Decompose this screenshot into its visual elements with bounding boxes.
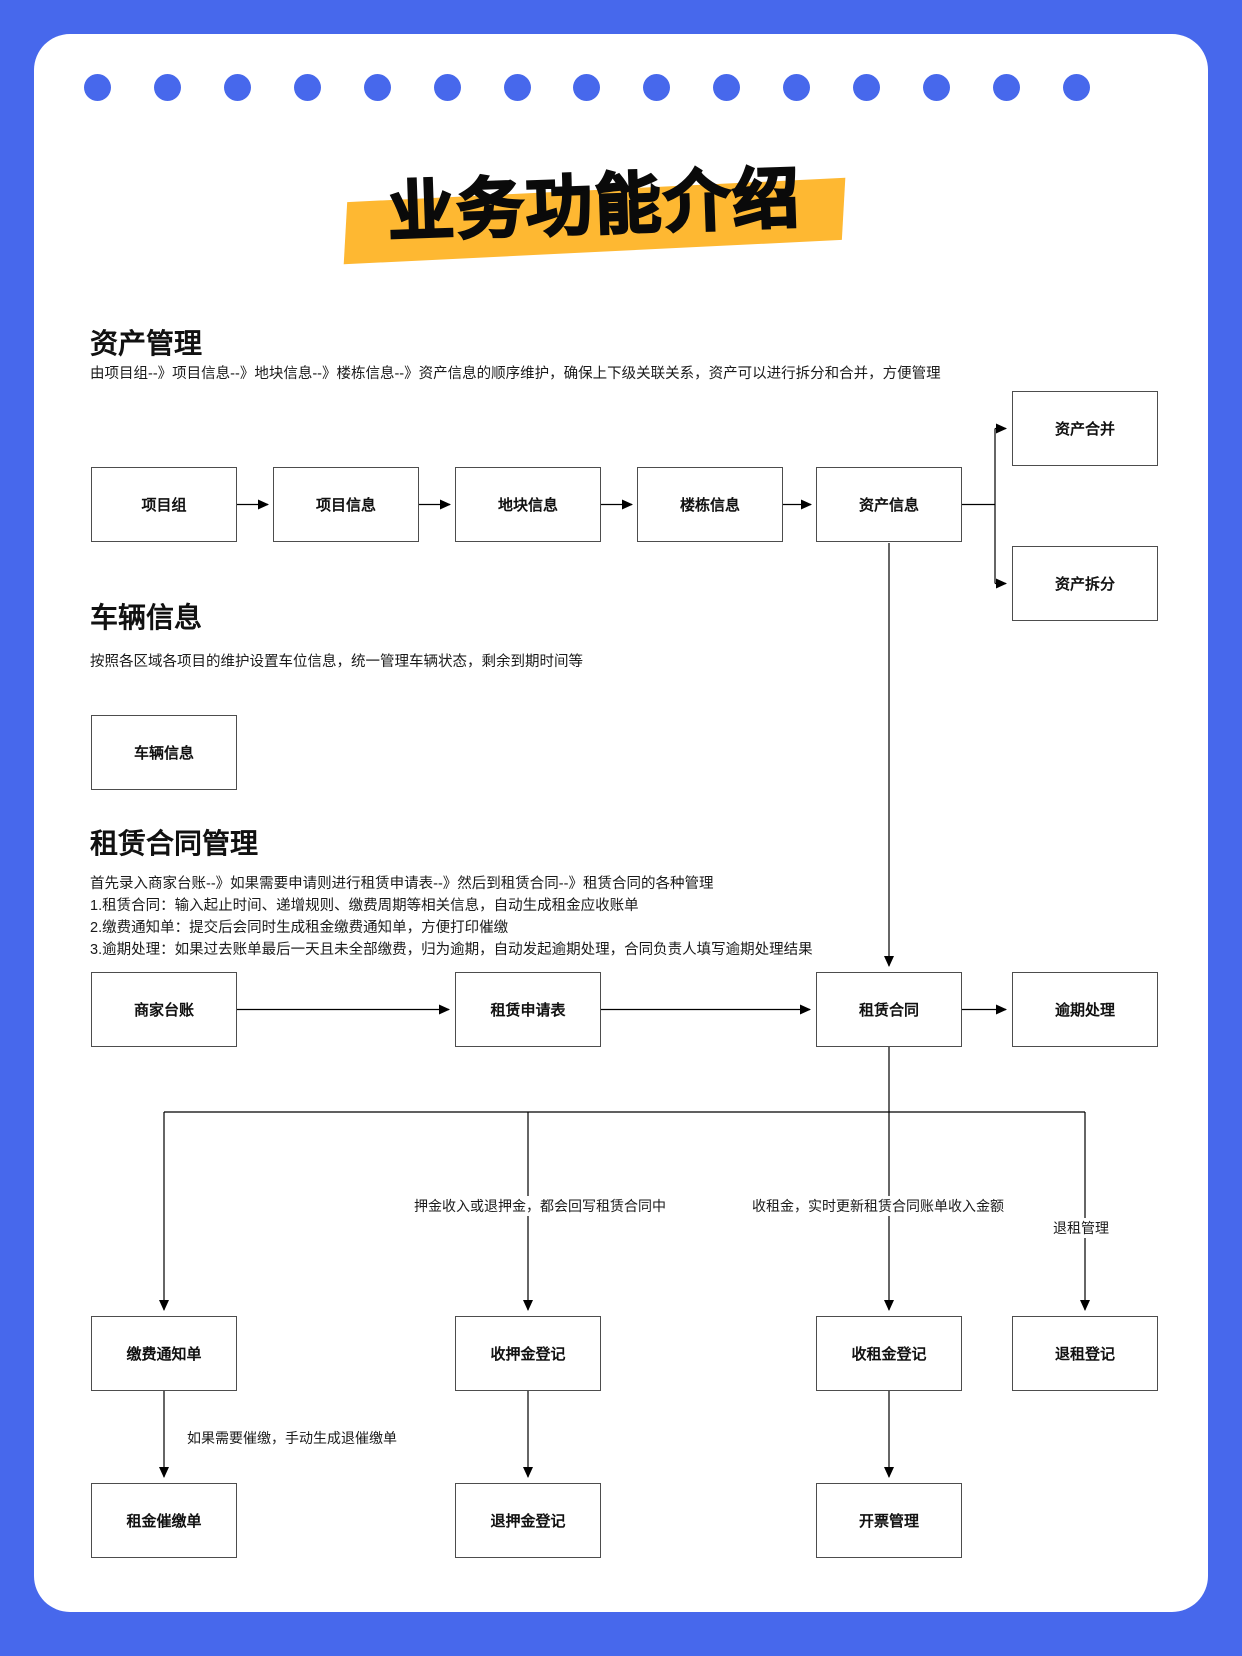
- note-lease-contract: 1.租赁合同：输入起止时间、递增规则、缴费周期等相关信息，自动生成租金应收账单: [90, 898, 639, 914]
- node-project-info: 项目信息: [273, 467, 419, 542]
- node-merchant-ledger: 商家台账: [91, 972, 237, 1047]
- node-rent-reminder: 租金催缴单: [91, 1483, 237, 1558]
- edge-label-reminder: 如果需要催缴，手动生成退催缴单: [184, 1428, 400, 1448]
- dot-icon: [643, 74, 671, 101]
- node-project-group: 项目组: [91, 467, 237, 542]
- note-payment-notice: 2.缴费通知单：提交后会同时生成租金缴费通知单，方便打印催缴: [90, 920, 509, 936]
- node-lease-termination: 退租登记: [1012, 1316, 1158, 1391]
- section-heading-vehicle: 车辆信息: [90, 602, 203, 633]
- dot-icon: [153, 74, 181, 101]
- node-lease-application: 租赁申请表: [455, 972, 601, 1047]
- dot-icon: [433, 74, 461, 101]
- node-rent-receipt: 收租金登记: [816, 1316, 962, 1391]
- node-overdue-handling: 逾期处理: [1012, 972, 1158, 1047]
- dot-icon: [853, 74, 881, 101]
- edge-label-deposit-writeback: 押金收入或退押金，都会回写租赁合同中: [411, 1196, 669, 1216]
- node-asset-merge: 资产合并: [1012, 391, 1158, 466]
- dot-icon: [923, 74, 951, 101]
- node-lease-contract: 租赁合同: [816, 972, 962, 1047]
- dot-icon: [713, 74, 741, 101]
- node-asset-info: 资产信息: [816, 467, 962, 542]
- dot-icon: [992, 74, 1020, 101]
- note-overdue: 3.逾期处理：如果过去账单最后一天且未全部缴费，归为逾期，自动发起逾期处理，合同…: [90, 942, 813, 958]
- page-title: 业务功能介绍: [386, 160, 805, 251]
- node-vehicle-info: 车辆信息: [91, 715, 237, 790]
- dot-icon: [84, 74, 111, 101]
- node-asset-split: 资产拆分: [1012, 546, 1158, 621]
- edge-label-termination: 退租管理: [1050, 1218, 1112, 1238]
- section-heading-lease: 租赁合同管理: [90, 828, 259, 859]
- section-heading-assets: 资产管理: [90, 328, 203, 359]
- node-building-info: 楼栋信息: [637, 467, 783, 542]
- node-invoice-management: 开票管理: [816, 1483, 962, 1558]
- node-land-info: 地块信息: [455, 467, 601, 542]
- page-title-block: 业务功能介绍: [333, 139, 857, 273]
- dot-icon: [573, 74, 601, 101]
- dot-icon: [783, 74, 811, 101]
- section-desc-assets: 由项目组--》项目信息--》地块信息--》楼栋信息--》资产信息的顺序维护，确保…: [90, 366, 941, 382]
- section-notes-lease: 1.租赁合同：输入起止时间、递增规则、缴费周期等相关信息，自动生成租金应收账单 …: [90, 895, 813, 961]
- edge-label-rent-update: 收租金，实时更新租赁合同账单收入金额: [749, 1196, 1007, 1216]
- section-desc-lease: 首先录入商家台账--》如果需要申请则进行租赁申请表--》然后到租赁合同--》租赁…: [90, 876, 714, 892]
- dot-icon: [293, 74, 321, 101]
- node-payment-notice: 缴费通知单: [91, 1316, 237, 1391]
- dot-icon: [363, 74, 391, 101]
- node-deposit-receipt: 收押金登记: [455, 1316, 601, 1391]
- dot-icon: [1062, 74, 1090, 101]
- dot-icon: [223, 74, 251, 101]
- dot-border-decoration: [84, 74, 1090, 101]
- node-deposit-refund: 退押金登记: [455, 1483, 601, 1558]
- section-desc-vehicle: 按照各区域各项目的维护设置车位信息，统一管理车辆状态，剩余到期时间等: [90, 654, 583, 670]
- dot-icon: [503, 74, 531, 101]
